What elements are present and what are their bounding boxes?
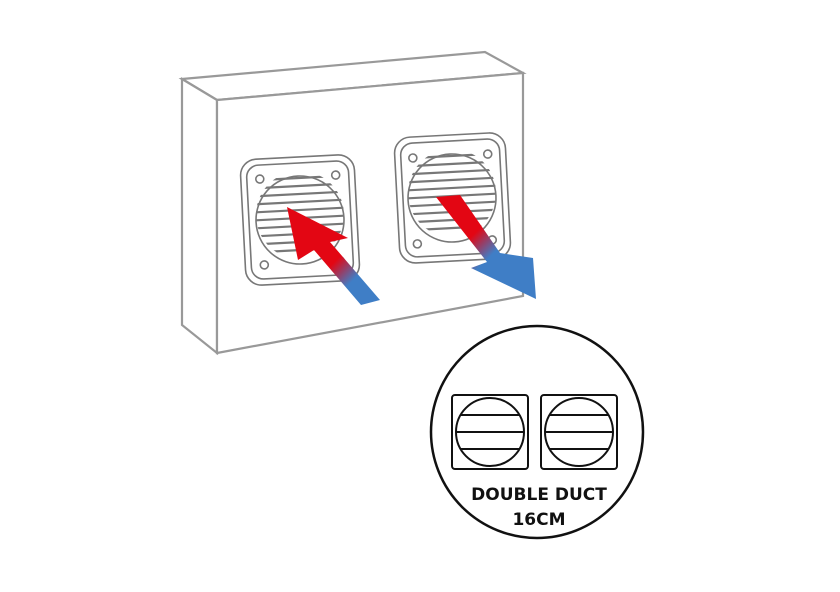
badge-title: DOUBLE DUCT [471,485,607,505]
double-duct-badge: DOUBLE DUCT 16CM [429,324,645,540]
badge-size: 16CM [512,510,565,530]
vent-right [393,132,512,264]
airflow-out-arrow [436,195,536,299]
duct-icon-right [540,394,618,470]
duct-icon-left [451,394,529,470]
vent-left [239,154,361,286]
airflow-in-arrow [287,207,380,305]
